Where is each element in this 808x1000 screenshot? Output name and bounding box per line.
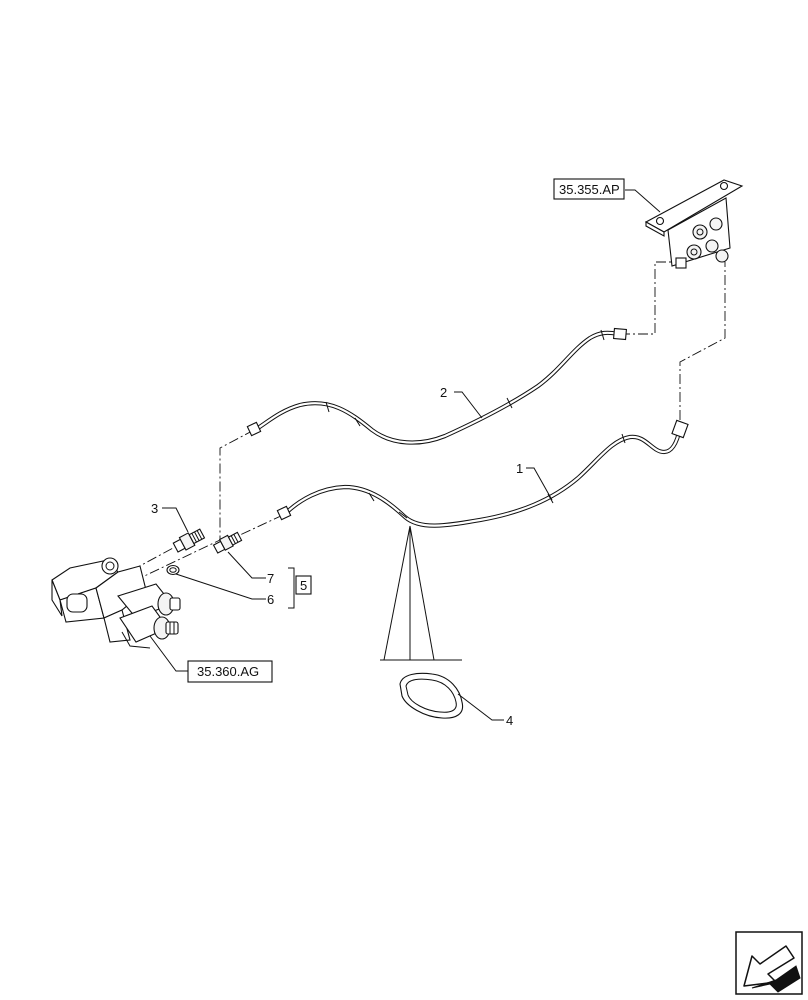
o-ring-6[interactable]	[166, 564, 180, 576]
callout-6: 6	[267, 592, 274, 607]
control-valve-assembly[interactable]	[51, 557, 181, 649]
hose-1[interactable]	[276, 419, 689, 528]
gasket-4[interactable]	[399, 672, 464, 719]
reference-box-bottom-left[interactable]: 35.360.AG	[187, 660, 273, 683]
callout-7: 7	[267, 571, 274, 586]
adapter-fitting-7[interactable]	[212, 531, 243, 554]
adapter-fitting-3[interactable]	[172, 527, 206, 553]
reference-box-top-right[interactable]: 35.355.AP	[553, 178, 625, 200]
hose-2-end-fitting-left	[246, 421, 262, 437]
reference-label-bottom-left: 35.360.AG	[197, 664, 259, 679]
callout-2: 2	[440, 385, 447, 400]
leader-lines	[149, 189, 661, 721]
assembly-lines	[135, 261, 726, 581]
reference-label-top-right: 35.355.AP	[559, 182, 620, 197]
callout-4: 4	[506, 713, 513, 728]
next-page-arrow-icon[interactable]	[735, 931, 803, 995]
callout-5-box: 5	[295, 575, 312, 595]
hose-2[interactable]	[246, 327, 628, 445]
callout-5: 5	[300, 578, 307, 593]
hose-2-end-fitting-right	[612, 327, 628, 341]
callout-1: 1	[516, 461, 523, 476]
hose-1-end-fitting-left	[276, 505, 292, 521]
manifold-assembly[interactable]	[644, 179, 744, 269]
hose-1-end-fitting-right	[671, 419, 689, 439]
callout-3: 3	[151, 501, 158, 516]
solenoid-upper	[117, 583, 181, 619]
solenoid-lower	[119, 605, 179, 643]
